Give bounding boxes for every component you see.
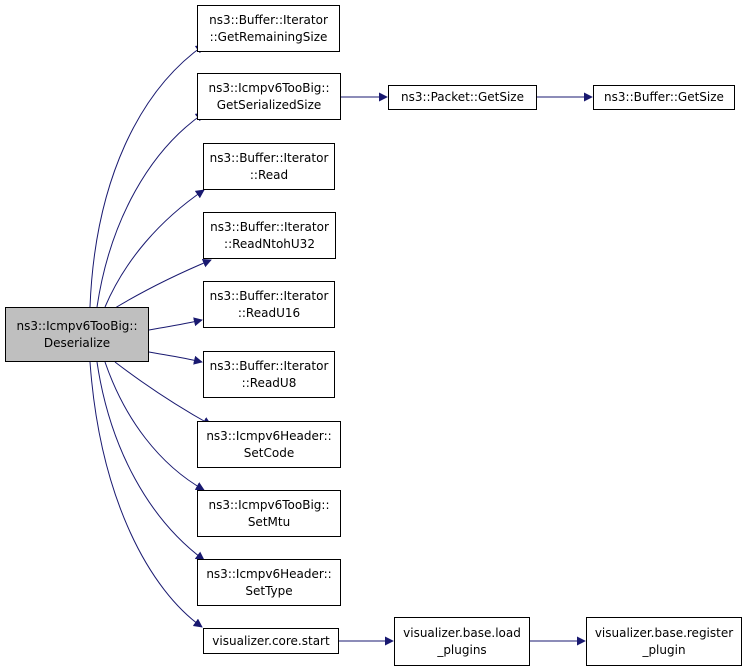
node-line: _plugins: [437, 642, 487, 657]
node-buffer-iterator-read[interactable]: ns3::Buffer::Iterator ::Read: [203, 143, 335, 190]
node-line: SetCode: [243, 445, 295, 460]
node-icmpv6header-setcode[interactable]: ns3::Icmpv6Header:: SetCode: [197, 421, 341, 468]
node-line: ns3::Buffer::Iterator: [209, 150, 329, 165]
node-icmpv6header-settype[interactable]: ns3::Icmpv6Header:: SetType: [197, 559, 341, 606]
edge-root-to-getserializedsize: [96, 112, 205, 308]
node-buffer-iterator-readu8[interactable]: ns3::Buffer::Iterator ::ReadU8: [203, 351, 335, 398]
edge-root-to-settype: [96, 361, 205, 561]
node-line: ns3::Buffer::Iterator: [209, 12, 328, 27]
edge-root-to-readu16: [148, 317, 203, 331]
node-icmpv6toobig-setmtu[interactable]: ns3::Icmpv6TooBig:: SetMtu: [197, 490, 341, 537]
node-buffer-iterator-getremainingsize[interactable]: ns3::Buffer::Iterator ::GetRemainingSize: [197, 5, 340, 52]
edge-root-to-setmtu: [104, 361, 205, 491]
node-buffer-iterator-readu16[interactable]: ns3::Buffer::Iterator ::ReadU16: [203, 281, 335, 328]
node-icmpv6toobig-deserialize[interactable]: ns3::Icmpv6TooBig:: Deserialize: [5, 307, 149, 362]
node-line: visualizer.base.load: [403, 625, 521, 640]
node-line: ns3::Buffer::Iterator: [209, 358, 329, 373]
node-line: SetMtu: [247, 514, 291, 529]
edge-root-to-corestart: [89, 361, 203, 628]
node-line: ns3::Icmpv6TooBig::: [208, 497, 330, 512]
node-line: ::GetRemainingSize: [209, 29, 328, 44]
edge-root-to-setcode: [114, 361, 212, 426]
node-line: ::ReadNtohU32: [224, 236, 315, 251]
node-icmpv6toobig-getserializedsize[interactable]: ns3::Icmpv6TooBig:: GetSerializedSize: [197, 73, 341, 120]
node-line: ns3::Buffer::GetSize: [604, 90, 724, 104]
node-buffer-getsize[interactable]: ns3::Buffer::GetSize: [593, 85, 735, 110]
node-line: ns3::Packet::GetSize: [401, 90, 524, 104]
node-line: ns3::Buffer::Iterator: [210, 219, 329, 234]
node-line: visualizer.core.start: [212, 633, 330, 648]
edge-root-to-read: [104, 189, 205, 308]
node-line: _plugin: [642, 642, 686, 657]
node-line: visualizer.base.register: [594, 625, 734, 640]
node-line: ns3::Icmpv6TooBig::: [16, 318, 138, 333]
node-line: GetSerializedSize: [216, 97, 322, 112]
node-line: ns3::Icmpv6TooBig::: [208, 80, 330, 95]
node-line: Deserialize: [43, 335, 111, 350]
node-visualizer-base-load-plugins[interactable]: visualizer.base.load _plugins: [394, 617, 530, 666]
edge-root-to-readntohu32: [114, 258, 212, 309]
node-visualizer-base-register-plugin[interactable]: visualizer.base.register _plugin: [586, 617, 742, 666]
node-line: ::ReadU8: [241, 375, 297, 390]
node-line: ns3::Icmpv6Header::: [206, 428, 332, 443]
node-buffer-iterator-readntohu32[interactable]: ns3::Buffer::Iterator ::ReadNtohU32: [203, 212, 336, 259]
node-line: ns3::Buffer::Iterator: [209, 288, 329, 303]
node-line: SetType: [245, 583, 293, 598]
edge-root-to-getremainingsize: [89, 44, 205, 308]
node-visualizer-core-start[interactable]: visualizer.core.start: [203, 628, 339, 654]
node-line: ::ReadU16: [237, 305, 301, 320]
node-line: ::Read: [249, 167, 289, 182]
node-packet-getsize[interactable]: ns3::Packet::GetSize: [388, 85, 537, 110]
edge-root-to-readu8: [148, 351, 203, 365]
node-line: ns3::Icmpv6Header::: [206, 566, 332, 581]
